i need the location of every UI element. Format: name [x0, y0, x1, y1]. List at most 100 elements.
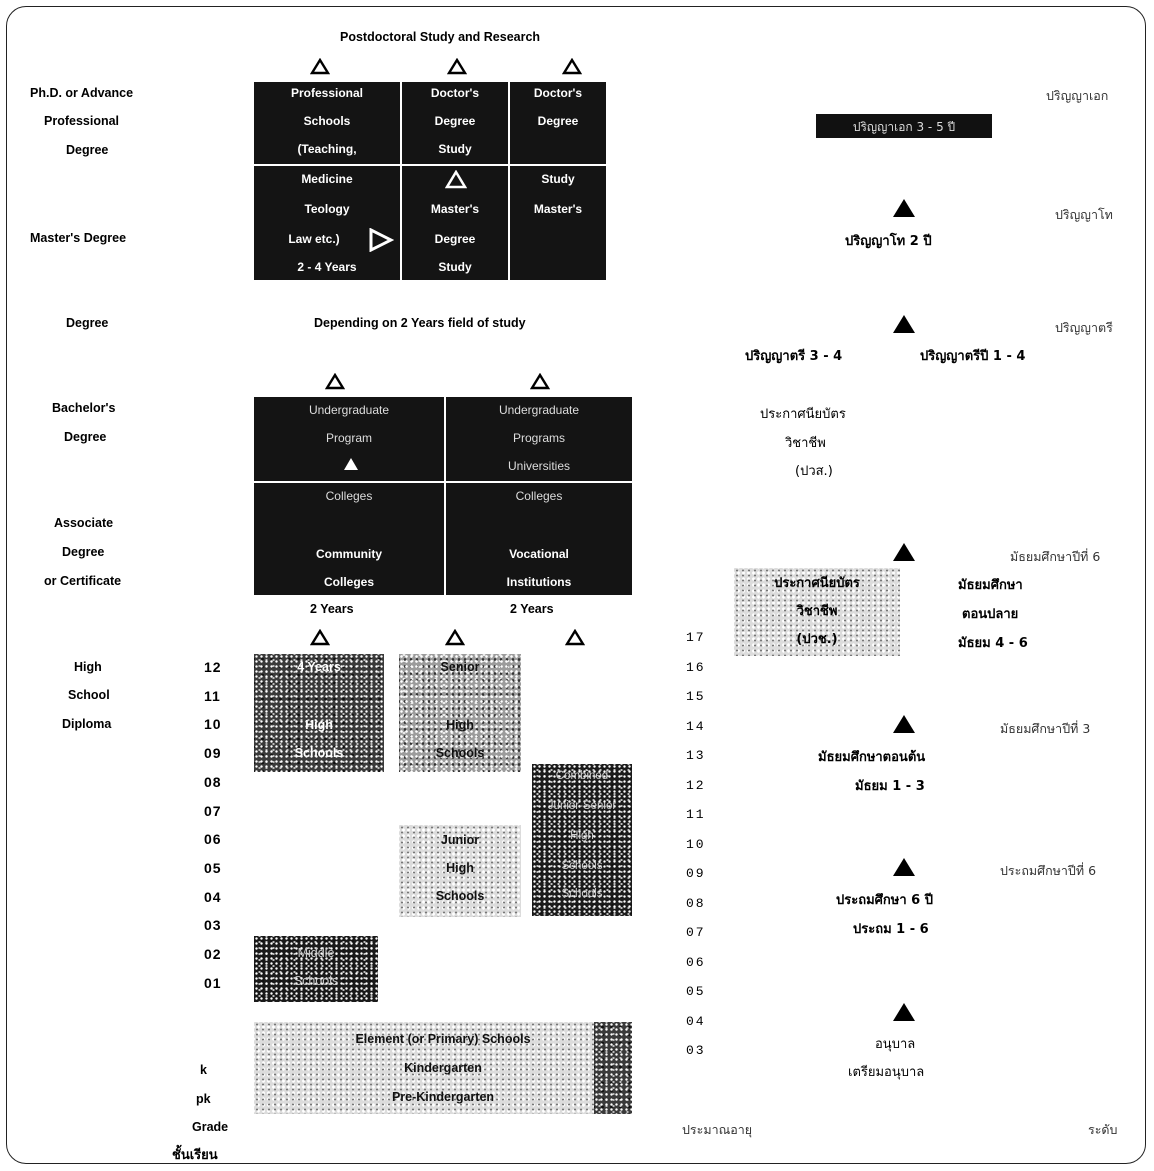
grade-number: 05 [204, 859, 222, 876]
thai-upper-secondary: ตอนปลาย [962, 607, 1019, 622]
kindergarten-label: Kindergarten [404, 1061, 482, 1075]
grad-col1-line: 2 - 4 Years [297, 260, 357, 274]
label-or-certificate: or Certificate [44, 574, 122, 588]
label-associate: Associate [54, 516, 114, 530]
ug-col1-line: Community [316, 547, 382, 561]
grad-col2-line: Study [438, 260, 472, 274]
thai-vocational: (ปวช.) [796, 632, 838, 647]
box-line: Junior-Senior [547, 800, 617, 812]
grad-col1-line: Professional [290, 86, 364, 100]
label-high: High [74, 660, 102, 674]
grade-number: 07 [204, 802, 222, 819]
undergrad-block: Undergraduate Program Undergraduate Prog… [254, 397, 632, 595]
thai-vocational: ประกาศนียบัตร [774, 576, 860, 591]
thai-kindergarten: อนุบาล [875, 1037, 916, 1052]
grad-col2-line: Degree [434, 114, 476, 128]
box-line: Schools [561, 860, 603, 872]
filled-triangle-icon [343, 457, 359, 476]
grad-col1-line: Teology [304, 202, 350, 216]
filled-triangle-icon [892, 714, 916, 739]
age-number: 04 [686, 1013, 706, 1029]
age-number: 16 [686, 659, 706, 675]
thai-lower-secondary: มัธยม 1 - 3 [855, 779, 925, 794]
box-line: High [570, 830, 594, 842]
grad-col3-line: Degree [537, 114, 579, 128]
box-line: 4 Years [297, 660, 341, 674]
thai-label-m3: มัธยมศึกษาปีที่ 3 [1000, 721, 1091, 736]
thai-vocational-high: (ปวส.) [795, 464, 833, 479]
label-phd: Ph.D. or Advance [30, 86, 134, 100]
elementary-block-edge [594, 1022, 632, 1114]
age-number: 03 [686, 1043, 706, 1058]
label-degree-1: Degree [66, 143, 109, 157]
thai-label-p6: ประถมศึกษาปีที่ 6 [1000, 863, 1097, 878]
ug-col2-line: Universities [507, 459, 570, 473]
box-line: Junior [440, 833, 480, 847]
pre-kindergarten-label: Pre-Kindergarten [391, 1090, 495, 1104]
senior-high-schools-box: Senior High Schools [399, 654, 521, 772]
thai-label-bachelors: ปริญญาตรี [1055, 320, 1113, 335]
thai-kindergarten: เตรียมอนุบาล [848, 1065, 925, 1080]
label-grade-thai: ชั้นเรียน [172, 1148, 218, 1163]
grad-col1-line: Medicine [301, 172, 353, 186]
age-number: 11 [686, 807, 706, 822]
combined-schools-box: Combined Junior-Senior High Schools Scho… [532, 764, 632, 916]
box-line: Schools [294, 746, 344, 760]
two-years-right: 2 Years [510, 602, 554, 616]
label-k: k [200, 1063, 207, 1077]
box-line: Middle [297, 946, 335, 960]
age-number: 09 [686, 866, 706, 881]
age-caption: ประมาณอายุ [682, 1122, 753, 1137]
grade-number: 12 [204, 659, 222, 675]
grade-number: 06 [204, 831, 222, 848]
age-number: 15 [686, 689, 706, 704]
age-number: 10 [686, 836, 706, 852]
age-number: 14 [686, 718, 706, 734]
age-number: 17 [686, 630, 706, 645]
box-line: High [446, 861, 474, 875]
thai-doctorate-box: ปริญญาเอก 3 - 5 ปี [816, 114, 992, 138]
thai-vocational-high: วิชาชีพ [785, 436, 826, 451]
postdoc-title: Postdoctoral Study and Research [340, 30, 541, 44]
depending-title: Depending on 2 Years field of study [314, 316, 526, 330]
grad-col2-line: Master's [430, 202, 480, 216]
filled-triangle-icon [892, 1002, 916, 1027]
thai-masters: ปริญญาโท 2 ปี [845, 234, 932, 249]
grad-col1-line: Law etc.) [288, 232, 340, 246]
label-school: School [68, 688, 110, 702]
box-line: Schools [435, 889, 485, 903]
label-degree-3: Degree [64, 430, 107, 444]
thai-label-m6: มัธยมศึกษาปีที่ 6 [1010, 549, 1101, 564]
thai-vocational: วิชาชีพ [796, 604, 838, 619]
junior-high-schools-box: Junior High Schools [399, 825, 521, 917]
label-professional: Professional [44, 114, 120, 128]
grade-number: 01 [204, 974, 222, 991]
label-bachelors: Bachelor's [52, 401, 116, 415]
thai-primary: ประถม 1 - 6 [853, 922, 929, 937]
thai-label-doctorate: ปริญญาเอก [1046, 88, 1109, 103]
grad-col3-line: Study [541, 172, 575, 186]
age-number: 13 [686, 748, 706, 763]
thai-label-masters: ปริญญาโท [1055, 207, 1113, 222]
grade-number: 08 [204, 773, 222, 790]
thai-bachelor-3-4: ปริญญาตรี 3 - 4 [745, 349, 843, 364]
thai-primary: ประถมศึกษา 6 ปี [836, 893, 933, 908]
thai-bachelor-1-4: ปริญญาตรีปี 1 - 4 [920, 349, 1026, 364]
grad-col2-line: Degree [434, 232, 476, 246]
label-masters: Master's Degree [30, 231, 127, 245]
grad-col1-line: (Teaching, [297, 142, 357, 156]
grade-number: 04 [204, 888, 222, 905]
age-number: 08 [686, 895, 706, 911]
grade-number: 11 [204, 687, 221, 704]
box-line: Schools [293, 974, 339, 988]
age-number: 05 [686, 984, 706, 999]
label-pk: pk [196, 1092, 211, 1106]
thai-upper-secondary: มัธยม 4 - 6 [958, 636, 1028, 651]
box-line: Schools [435, 746, 485, 760]
label-diploma: Diploma [62, 717, 112, 731]
grade-number: 03 [204, 917, 222, 934]
ug-col2-line: Institutions [506, 575, 572, 589]
four-year-high-schools-box: 4 Years High Schools [254, 654, 384, 772]
grad-col2-line: Doctor's [430, 86, 480, 100]
filled-triangle-icon [892, 857, 916, 882]
